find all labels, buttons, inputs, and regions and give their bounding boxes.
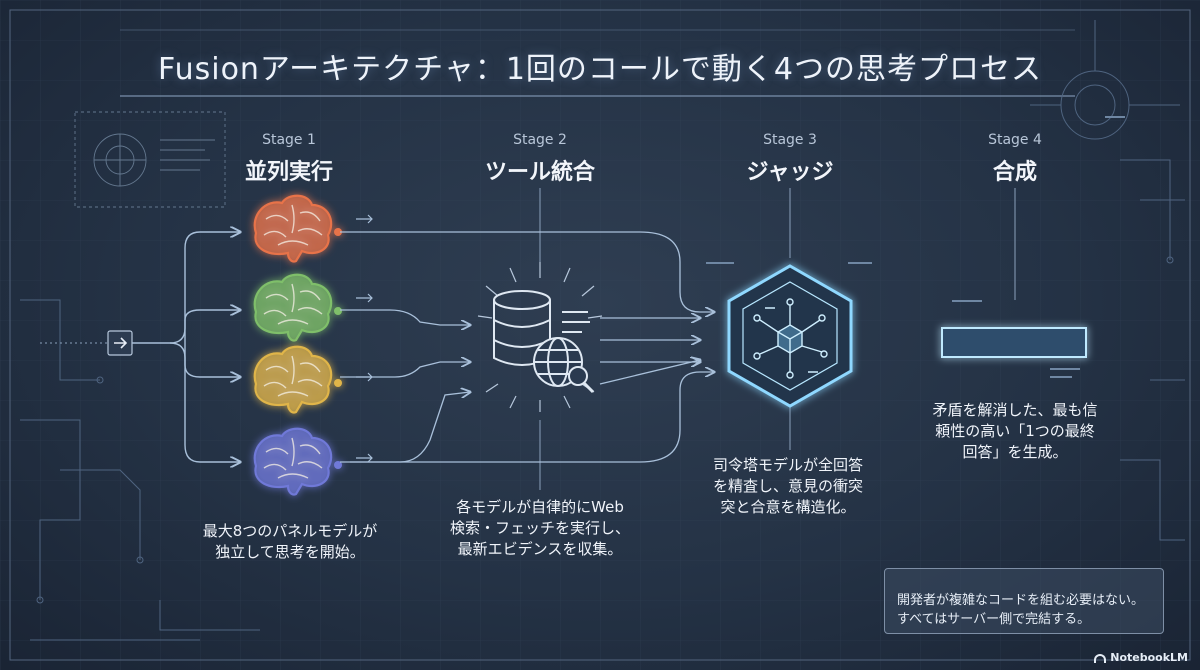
stage-2-description: 各モデルが自律的にWeb 検索・フェッチを実行し、 最新エビデンスを収集。 [420, 497, 660, 560]
stage-4-label: Stage 4 [988, 132, 1042, 148]
stage-4-description: 矛盾を解消した、最も信 頼性の高い「1つの最終 回答」を生成。 [915, 400, 1115, 463]
circuit-decoration-left [20, 299, 260, 641]
stage-1-name: 並列実行 [244, 160, 333, 185]
description-line: 回答」を生成。 [962, 443, 1068, 461]
stage-4-name: 合成 [992, 160, 1037, 185]
flow-lines [340, 231, 714, 463]
description-line: 最大8つのパネルモデルが [202, 522, 378, 540]
brain-icon [253, 427, 342, 496]
page-title: Fusionアーキテクチャ：1回のコールで動く4つの思考プロセス [157, 52, 1043, 87]
description-line: 最新エビデンスを収集。 [457, 540, 623, 558]
outer-frame [9, 9, 1191, 661]
brand-name: NotebookLM [1110, 651, 1188, 664]
stage-3-name: ジャッジ [746, 160, 834, 185]
judge-network [753, 298, 828, 379]
radiating-lines [477, 262, 603, 412]
stage-3-label: Stage 3 [763, 132, 817, 148]
stage-1-description: 最大8つのパネルモデルが 独立して思考を開始。 [170, 521, 410, 563]
stage-2-name: ツール統合 [484, 160, 595, 185]
description-line: を精査し、意見の衝突 [712, 477, 863, 495]
description-line: 頼性の高い「1つの最終 [935, 422, 1095, 440]
note-line: すべてはサーバー側で完結する。 [897, 612, 1091, 627]
description-line: 矛盾を解消した、最も信 [932, 401, 1098, 419]
brain-icon [253, 273, 342, 342]
description-line: 各モデルが自律的にWeb [456, 498, 624, 516]
arrow-right-icon [114, 337, 128, 349]
description-line: 独立して思考を開始。 [215, 543, 365, 561]
fanout-lines [132, 232, 240, 462]
answer-bar-icon [941, 327, 1087, 358]
stage-2-label: Stage 2 [513, 132, 567, 148]
description-line: 検索・フェッチを実行し、 [449, 519, 630, 537]
tiny-decor-text [706, 116, 1125, 378]
panel-models [253, 194, 342, 496]
brand-watermark: NotebookLM [1094, 651, 1188, 664]
database-globe-search-icon [477, 262, 603, 412]
description-line: 司令塔モデルが全回答 [712, 456, 863, 474]
stage-connectors [539, 188, 1016, 490]
note-line: 開発者が複雑なコードを組む必要はない。 [897, 593, 1145, 608]
developer-note-box: 開発者が複雑なコードを組む必要はない。 すべてはサーバー側で完結する。 [884, 568, 1164, 634]
stage-1-label: Stage 1 [262, 132, 316, 148]
schematic-decoration [74, 111, 226, 208]
brain-icon [253, 345, 342, 414]
stage-3-description: 司令塔モデルが全回答 を精査し、意見の衝突 突と合意を構造化。 [688, 455, 888, 518]
description-line: 突と合意を構造化。 [720, 498, 856, 516]
notebooklm-logo-icon [1094, 653, 1107, 663]
circuit-decoration-right [1030, 20, 1185, 541]
brain-icon [253, 194, 342, 263]
